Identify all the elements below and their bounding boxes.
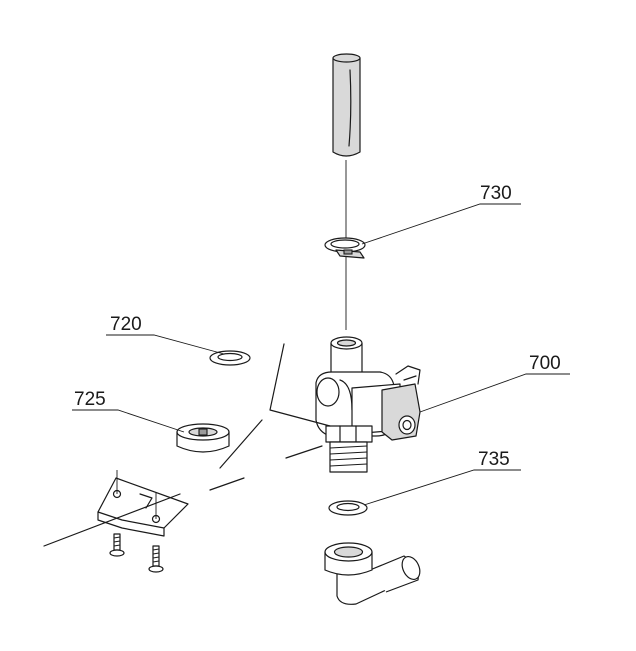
part-number-700: 700 xyxy=(529,353,561,374)
hose-clamp xyxy=(324,237,366,259)
screw-right xyxy=(148,545,164,573)
washer-735 xyxy=(328,500,368,516)
part-number-730: 730 xyxy=(480,183,512,204)
part-number-720: 720 xyxy=(110,314,142,335)
screw-left xyxy=(109,533,125,557)
valve-body xyxy=(315,336,421,473)
panel-outline xyxy=(43,343,331,547)
leader-lines xyxy=(72,203,570,506)
washer-720 xyxy=(209,350,251,366)
hose xyxy=(332,53,361,157)
elbow-outlet xyxy=(324,542,421,605)
part-number-725: 725 xyxy=(74,389,106,410)
mounting-bracket xyxy=(97,470,189,537)
part-number-735: 735 xyxy=(478,449,510,470)
cap-725 xyxy=(176,423,230,453)
